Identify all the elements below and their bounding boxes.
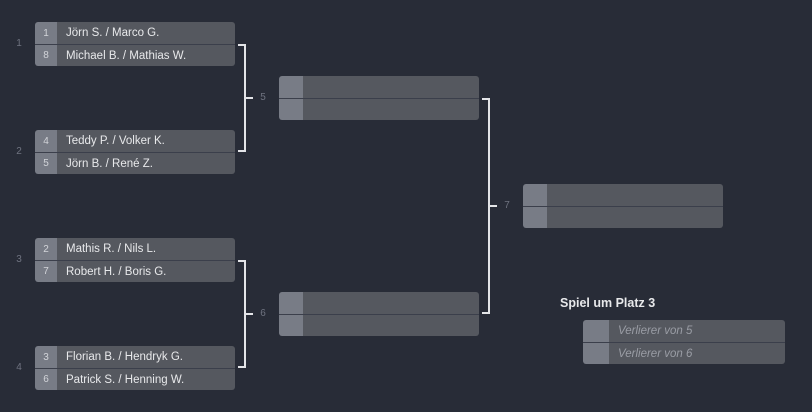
connector-to-match-5 [238, 44, 253, 152]
seed-number [279, 292, 303, 314]
participant-name: Teddy P. / Volker K. [57, 130, 235, 152]
match-number-2: 2 [16, 146, 22, 157]
participant-name: Michael B. / Mathias W. [57, 45, 235, 66]
connector-to-match-7 [482, 98, 497, 314]
seed-number: 8 [35, 45, 57, 66]
participant-name: Verlierer von 5 [609, 320, 785, 342]
match-slot[interactable] [523, 206, 723, 228]
connector-stub-middle [488, 205, 497, 207]
seed-number: 7 [35, 261, 57, 282]
participant-name [303, 315, 479, 336]
seed-number: 5 [35, 153, 57, 174]
seed-number [279, 99, 303, 120]
seed-number [279, 76, 303, 98]
match-box-final[interactable] [523, 184, 723, 228]
match-box-5[interactable] [279, 76, 479, 120]
connector-stub-bottom [482, 312, 490, 314]
seed-number: 1 [35, 22, 57, 44]
match-slot[interactable]: 2 Mathis R. / Nils L. [35, 238, 235, 260]
match-number-3: 3 [16, 254, 22, 265]
seed-number: 3 [35, 346, 57, 368]
seed-number: 6 [35, 369, 57, 390]
match-slot[interactable] [279, 98, 479, 120]
third-place-title: Spiel um Platz 3 [560, 296, 656, 310]
connector-stub-bottom [238, 366, 246, 368]
match-number-6: 6 [260, 308, 266, 319]
participant-name: Patrick S. / Henning W. [57, 369, 235, 390]
match-slot[interactable] [279, 76, 479, 98]
match-slot[interactable]: 3 Florian B. / Hendryk G. [35, 346, 235, 368]
participant-name: Mathis R. / Nils L. [57, 238, 235, 260]
match-slot[interactable]: Verlierer von 5 [583, 320, 785, 342]
match-slot[interactable]: Verlierer von 6 [583, 342, 785, 364]
connector-stub-top [238, 260, 246, 262]
participant-name [303, 292, 479, 314]
match-number-1: 1 [16, 38, 22, 49]
participant-name: Florian B. / Hendryk G. [57, 346, 235, 368]
seed-number [583, 343, 609, 364]
match-number-4: 4 [16, 362, 22, 373]
match-slot[interactable] [523, 184, 723, 206]
participant-name: Jörn B. / René Z. [57, 153, 235, 174]
seed-number: 2 [35, 238, 57, 260]
connector-stub-middle [244, 313, 253, 315]
match-slot[interactable]: 7 Robert H. / Boris G. [35, 260, 235, 282]
participant-name [303, 76, 479, 98]
match-slot[interactable]: 5 Jörn B. / René Z. [35, 152, 235, 174]
participant-name [303, 99, 479, 120]
seed-number [523, 207, 547, 228]
seed-number [279, 315, 303, 336]
connector-stub-top [238, 44, 246, 46]
match-slot[interactable]: 8 Michael B. / Mathias W. [35, 44, 235, 66]
match-number-7: 7 [504, 200, 510, 211]
match-box-2[interactable]: 4 Teddy P. / Volker K. 5 Jörn B. / René … [35, 130, 235, 174]
match-slot[interactable] [279, 314, 479, 336]
match-number-5: 5 [260, 92, 266, 103]
match-slot[interactable]: 1 Jörn S. / Marco G. [35, 22, 235, 44]
match-box-4[interactable]: 3 Florian B. / Hendryk G. 6 Patrick S. /… [35, 346, 235, 390]
participant-name [547, 207, 723, 228]
match-slot[interactable]: 4 Teddy P. / Volker K. [35, 130, 235, 152]
match-slot[interactable] [279, 292, 479, 314]
match-box-1[interactable]: 1 Jörn S. / Marco G. 8 Michael B. / Math… [35, 22, 235, 66]
seed-number: 4 [35, 130, 57, 152]
match-box-third-place[interactable]: Verlierer von 5 Verlierer von 6 [583, 320, 785, 364]
connector-stub-middle [244, 97, 253, 99]
match-slot[interactable]: 6 Patrick S. / Henning W. [35, 368, 235, 390]
seed-number [583, 320, 609, 342]
connector-stub-top [482, 98, 490, 100]
seed-number [523, 184, 547, 206]
connector-stub-bottom [238, 150, 246, 152]
participant-name [547, 184, 723, 206]
match-box-3[interactable]: 2 Mathis R. / Nils L. 7 Robert H. / Bori… [35, 238, 235, 282]
participant-name: Verlierer von 6 [609, 343, 785, 364]
participant-name: Jörn S. / Marco G. [57, 22, 235, 44]
participant-name: Robert H. / Boris G. [57, 261, 235, 282]
match-box-6[interactable] [279, 292, 479, 336]
connector-to-match-6 [238, 260, 253, 368]
